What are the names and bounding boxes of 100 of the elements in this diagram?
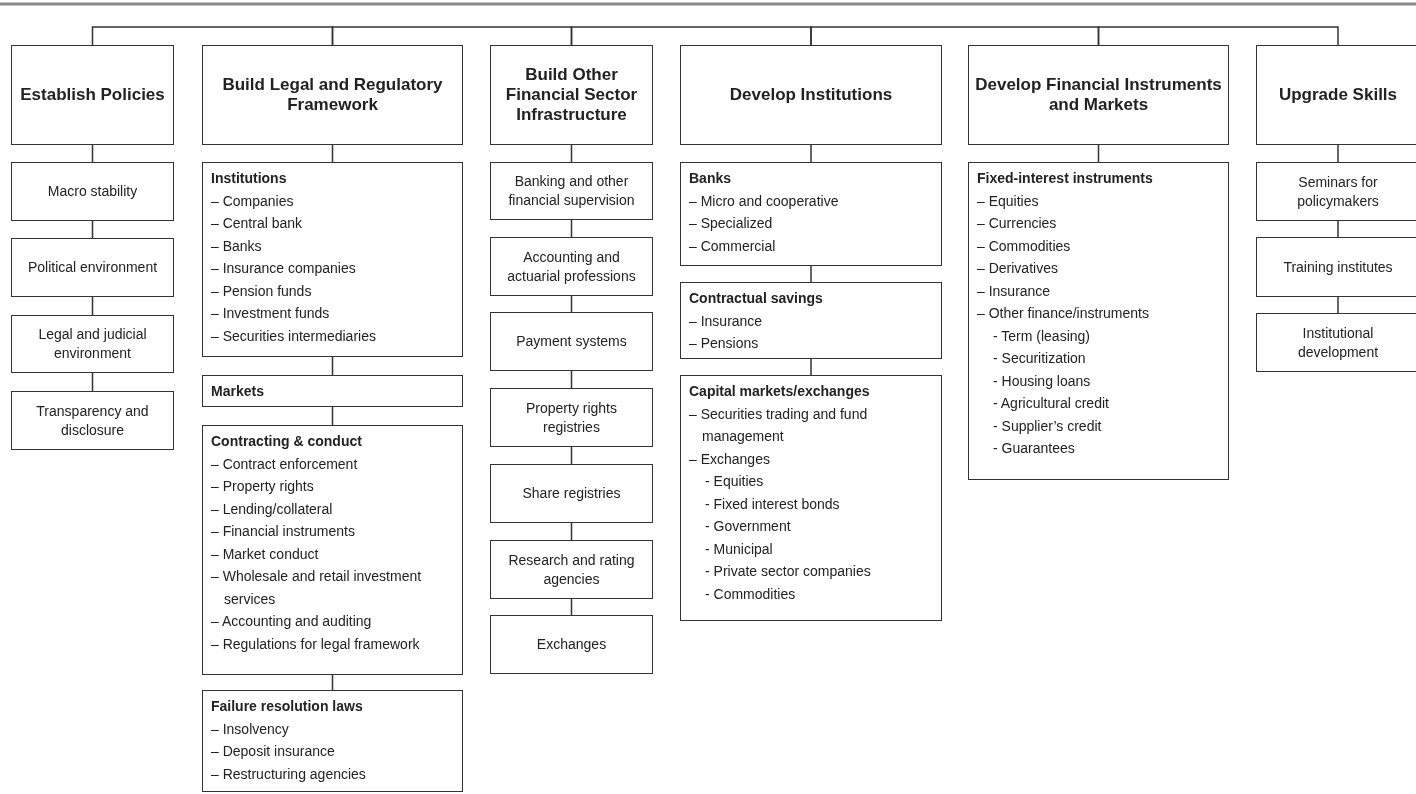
list-item: - Municipal [704, 539, 774, 559]
list-item: - Agricultural credit [992, 394, 1110, 413]
list-item: – Regulations for legal framework [211, 634, 421, 654]
list-heading: Banks [689, 169, 733, 188]
list-item: – Equities [977, 191, 1040, 211]
connector-line [1337, 296, 1339, 314]
connector-line [1337, 220, 1339, 238]
list-item: – Exchanges [689, 449, 771, 469]
item-box [1256, 162, 1416, 221]
heading-text: Develop Financial Instruments and Markets [974, 75, 1223, 115]
heading-box [11, 45, 174, 145]
item-box [490, 162, 653, 220]
list-item: – Currencies [977, 214, 1058, 233]
list-box [202, 425, 463, 675]
item-text: Payment systems [515, 332, 628, 351]
list-item: – Companies [211, 191, 295, 211]
list-box [968, 162, 1229, 480]
connector-line [810, 358, 812, 376]
item-box [11, 391, 174, 450]
list-item: – Contract enforcement [211, 454, 359, 474]
list-item: – Banks [211, 236, 263, 256]
list-box [680, 162, 942, 266]
heading-text: Upgrade Skills [1277, 85, 1399, 105]
item-text: Institutional development [1296, 323, 1380, 362]
item-text: Macro stability [46, 182, 139, 201]
list-box [202, 690, 463, 792]
connector-line [810, 265, 812, 283]
item-box [490, 464, 653, 523]
item-box [1256, 237, 1416, 297]
list-item: – Restructuring agencies [211, 764, 367, 784]
item-box [490, 540, 653, 599]
list-item: – Specialized [689, 214, 774, 233]
item-box [490, 615, 653, 674]
item-text: Seminars for policymakers [1296, 172, 1380, 211]
list-item: – Micro and cooperative [689, 191, 840, 211]
heading-text: Build Legal and Regulatory Framework [221, 75, 444, 115]
connector-line [810, 26, 1100, 46]
list-heading: Contracting & conduct [211, 432, 363, 451]
item-box [1256, 313, 1416, 372]
list-item: - Government [704, 517, 792, 536]
list-heading: Failure resolution laws [211, 697, 364, 716]
item-text: Property rights registries [524, 398, 618, 437]
connector-line [331, 26, 573, 46]
item-box [11, 238, 174, 297]
list-box [680, 375, 942, 621]
list-item: - Commodities [704, 584, 797, 604]
list-item: – Insurance [689, 311, 764, 331]
list-item: – Financial instruments [211, 522, 356, 541]
heading-box [1256, 45, 1416, 145]
list-item: - Term (leasing) [992, 326, 1091, 346]
list-item: – Securities trading and fund management [689, 404, 869, 446]
list-item: – Commodities [977, 236, 1072, 256]
list-item: – Commercial [689, 236, 777, 256]
item-box [490, 388, 653, 447]
item-box [11, 315, 174, 373]
list-box [202, 162, 463, 357]
item-text: Research and rating agencies [507, 550, 636, 589]
list-item: - Guarantees [992, 439, 1076, 458]
list-item: – Insolvency [211, 719, 290, 739]
item-text: Exchanges [535, 635, 608, 654]
connector-line [1337, 144, 1339, 163]
list-item: – Pensions [689, 334, 760, 353]
heading-text: Build Other Financial Sector Infrastructure [504, 65, 639, 125]
list-item: – Market conduct [211, 544, 320, 564]
list-heading: Capital markets/exchanges [689, 382, 871, 401]
item-text: Banking and other financial supervision [507, 172, 636, 210]
list-item: – Property rights [211, 477, 315, 496]
list-item: – Other finance/instruments [977, 304, 1150, 323]
list-item: – Derivatives [977, 259, 1059, 278]
item-text: Political environment [26, 258, 159, 277]
item-text: Accounting and actuarial professions [506, 247, 637, 286]
list-item: – Accounting and auditing [211, 612, 373, 631]
list-item: – Insurance [977, 281, 1052, 301]
list-heading: Markets [211, 382, 265, 401]
heading-box [680, 45, 942, 145]
list-box [202, 375, 463, 407]
list-item: – Securities intermediaries [211, 326, 377, 346]
item-box [11, 162, 174, 221]
connector-line [570, 26, 812, 46]
item-text: Legal and judicial environment [37, 325, 148, 363]
heading-box [968, 45, 1229, 145]
heading-text: Establish Policies [19, 85, 166, 105]
connector-line [1097, 26, 1339, 46]
list-item: – Wholesale and retail investment services [211, 567, 423, 609]
connector-line [91, 26, 334, 46]
list-item: - Housing loans [992, 371, 1092, 391]
list-heading: Fixed-interest instruments [977, 169, 1154, 188]
list-item: - Securitization [992, 349, 1087, 368]
item-text: Share registries [521, 484, 622, 503]
connector-line [810, 144, 812, 163]
item-text: Training institutes [1282, 257, 1394, 277]
heading-text: Develop Institutions [728, 85, 894, 105]
list-item: – Investment funds [211, 304, 331, 323]
list-item: – Central bank [211, 214, 304, 233]
list-box [680, 282, 942, 359]
list-item: – Insurance companies [211, 259, 357, 278]
list-item: – Pension funds [211, 281, 313, 301]
list-item: – Deposit insurance [211, 742, 336, 761]
list-item: – Lending/collateral [211, 499, 334, 519]
item-box [490, 312, 653, 371]
